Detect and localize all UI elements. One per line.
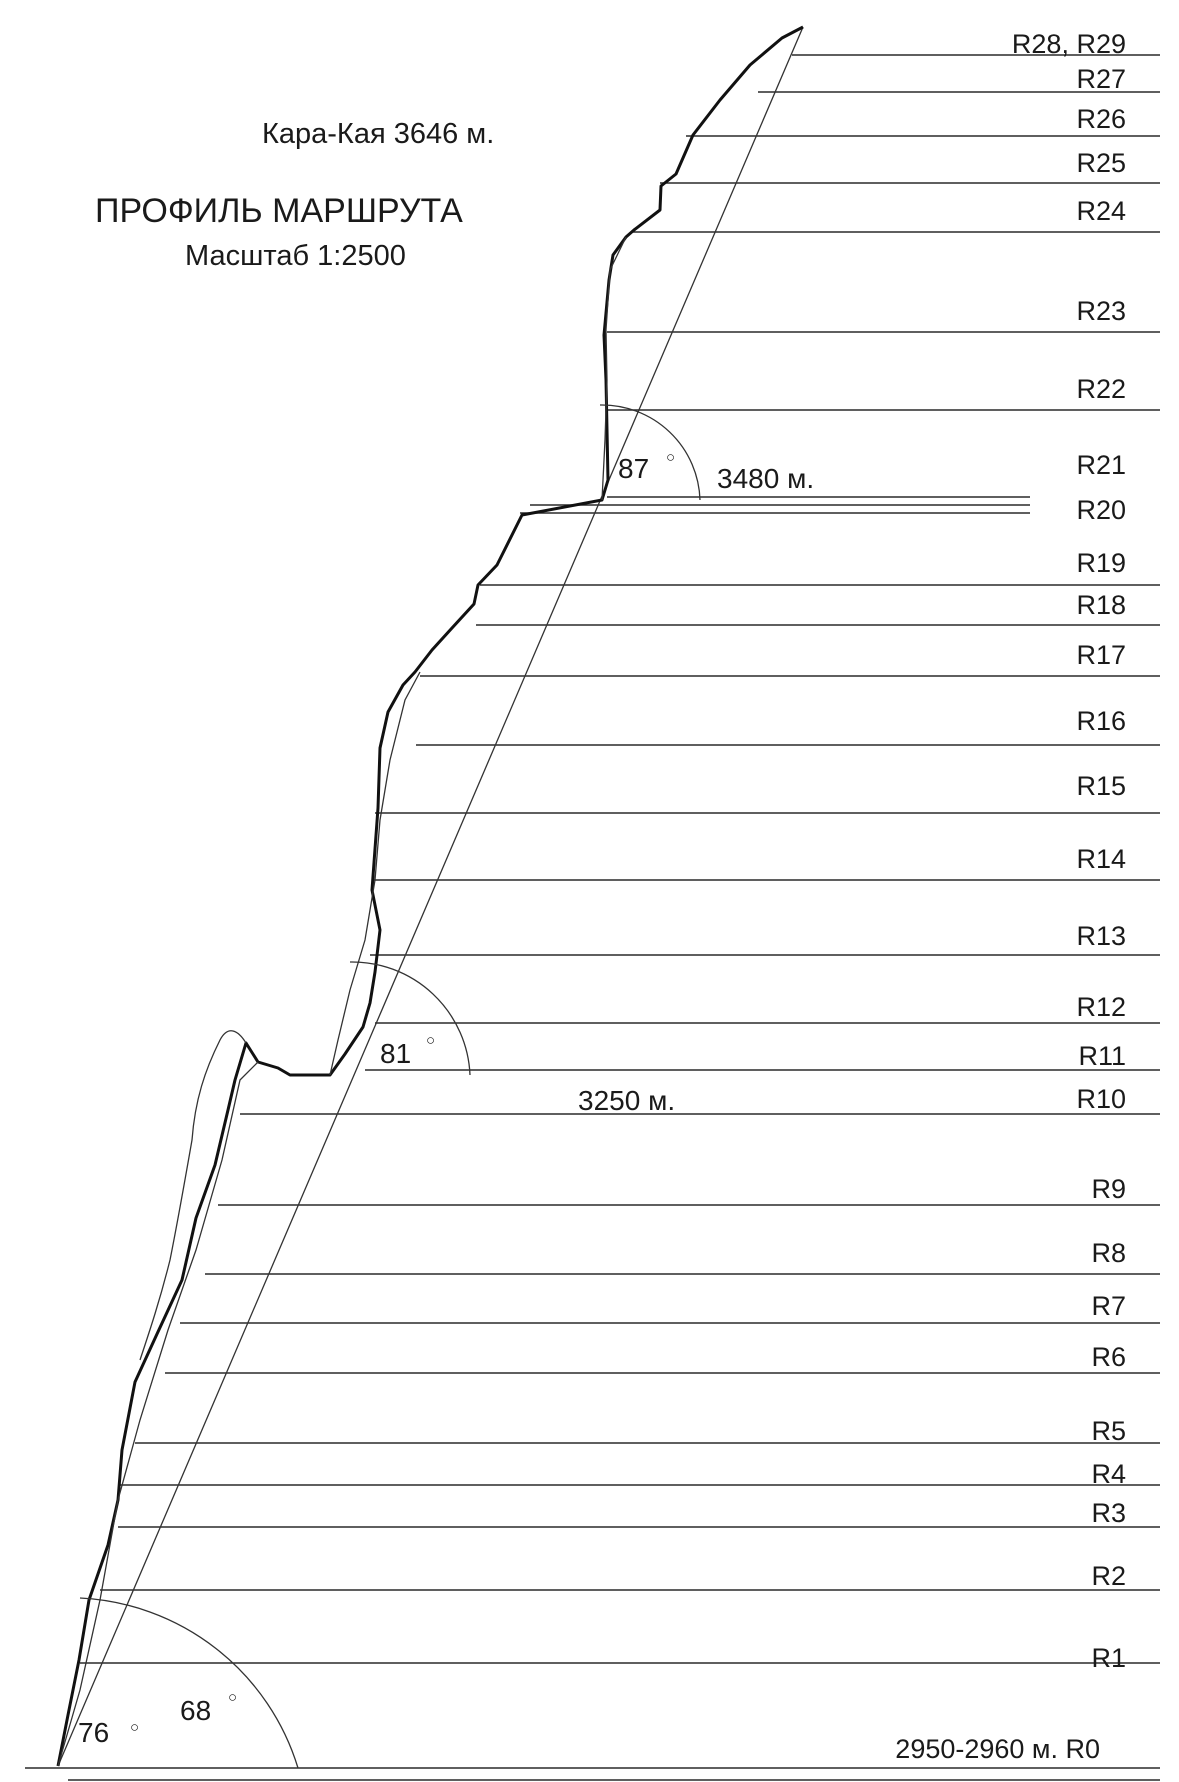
summit-label: Кара-Кая 3646 м. <box>262 118 494 150</box>
average-slope-line <box>57 26 804 1767</box>
wall-profile <box>56 25 804 1767</box>
angle-upper-label: 87 <box>618 453 649 484</box>
base-label: 2950-2960 м. R0 <box>895 1734 1100 1764</box>
angle-lower-right-label: 68 <box>180 1695 211 1726</box>
pitch-label: R4 <box>1091 1459 1126 1489</box>
angle-lower-left-degree: ○ <box>130 1719 139 1736</box>
wall-trace-inner <box>57 1061 259 1767</box>
upper-ledge-altitude: 3480 м. <box>717 463 814 494</box>
pitch-label: R14 <box>1076 844 1126 874</box>
pitch-label: R22 <box>1076 374 1126 404</box>
pitch-label: R1 <box>1091 1643 1126 1673</box>
pitch-label: R8 <box>1091 1238 1126 1268</box>
pitch-label: R25 <box>1076 148 1126 178</box>
angle-middle-degree: ○ <box>426 1032 435 1049</box>
pitch-label: R7 <box>1091 1291 1126 1321</box>
pitch-label: R5 <box>1091 1416 1126 1446</box>
angle-lower-left-label: 76 <box>78 1717 109 1748</box>
pitch-label: R3 <box>1091 1498 1126 1528</box>
pitch-label: R11 <box>1078 1041 1126 1071</box>
lower-ledge-altitude: 3250 м. <box>578 1085 675 1116</box>
pitch-labels: R28, R29R27R26R25R24R23R22R21R20R19R18R1… <box>1012 29 1126 1673</box>
angle-arc-middle <box>349 961 471 1076</box>
angle-arc-upper <box>599 404 701 501</box>
pitch-label: R18 <box>1076 590 1126 620</box>
pitch-label: R15 <box>1076 771 1126 801</box>
scale-label: Масштаб 1:2500 <box>185 240 406 272</box>
pitch-label: R21 <box>1076 450 1126 480</box>
pitch-label: R23 <box>1076 296 1126 326</box>
wall-trace-upper <box>601 236 627 501</box>
pitch-label: R27 <box>1076 64 1126 94</box>
pitch-lines <box>68 54 1160 1781</box>
pitch-label: R20 <box>1076 495 1126 525</box>
rock-buttress-outline <box>139 1030 247 1361</box>
angle-middle-label: 81 <box>380 1038 411 1069</box>
pitch-label: R9 <box>1091 1174 1126 1204</box>
pitch-label: R24 <box>1076 196 1126 226</box>
pitch-label: R2 <box>1091 1561 1126 1591</box>
wall-trace-middle <box>329 671 421 1076</box>
pitch-label: R10 <box>1076 1084 1126 1114</box>
pitch-label: R6 <box>1091 1342 1126 1372</box>
pitch-label: R28, R29 <box>1012 29 1126 59</box>
pitch-label: R12 <box>1076 992 1126 1022</box>
pitch-label: R13 <box>1076 921 1126 951</box>
pitch-label: R16 <box>1076 706 1126 736</box>
pitch-label: R17 <box>1076 640 1126 670</box>
angle-arc-lower <box>79 1597 299 1769</box>
pitch-label: R19 <box>1076 548 1126 578</box>
diagram-title: ПРОФИЛЬ МАРШРУТА <box>95 192 463 230</box>
angle-upper-degree: ○ <box>666 449 675 466</box>
pitch-label: R26 <box>1076 104 1126 134</box>
angle-lower-right-degree: ○ <box>228 1689 237 1706</box>
